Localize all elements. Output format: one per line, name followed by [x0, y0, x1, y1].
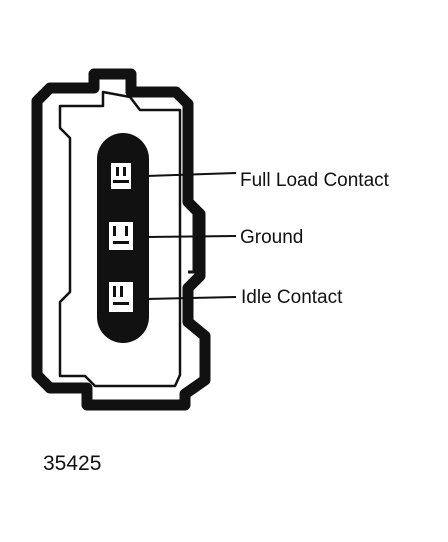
label-idle-contact: Idle Contact — [241, 287, 343, 308]
terminal-ground — [109, 222, 133, 250]
arrow-full-load — [134, 170, 237, 182]
label-ground: Ground — [240, 227, 304, 248]
arrow-idle — [134, 293, 237, 305]
terminal-full-load — [111, 163, 131, 189]
terminal-idle — [109, 282, 133, 312]
connector-latch — [188, 204, 196, 274]
label-full-load-contact: Full Load Contact — [240, 170, 389, 191]
arrow-ground — [134, 231, 237, 243]
figure-number: 35425 — [43, 452, 102, 475]
